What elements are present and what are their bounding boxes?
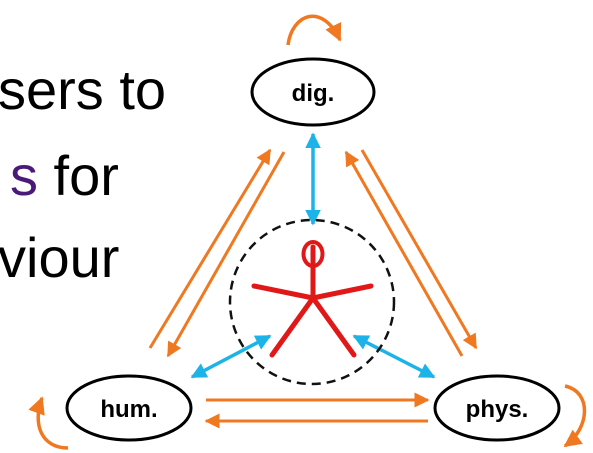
user-boundary-circle — [228, 218, 396, 386]
person-left-arm — [251, 283, 316, 301]
blue-arrow-hum-person — [190, 334, 272, 379]
phys-self-loop-arrow — [563, 384, 587, 448]
person-right-leg — [310, 295, 357, 358]
node-hum — [65, 374, 193, 442]
text-line-2-rest: for — [38, 144, 119, 207]
dig-self-loop-arrow — [286, 14, 342, 46]
person-right-arm — [310, 283, 374, 301]
text-line-3: viour — [0, 226, 120, 289]
node-dig — [250, 57, 376, 127]
arrow-dig-to-phys — [360, 149, 478, 350]
node-phys — [433, 374, 561, 442]
node-dig-label: dig. — [292, 80, 335, 107]
node-phys-label: phys. — [466, 396, 529, 423]
arrow-hum-to-dig — [148, 148, 272, 349]
arrow-dig-to-hum — [166, 151, 286, 358]
person-figure — [251, 240, 374, 358]
person-left-leg — [269, 295, 316, 358]
arrow-phys-to-dig — [344, 150, 464, 357]
text-line-2: s for — [10, 148, 119, 204]
hum-self-loop-arrow — [28, 396, 69, 450]
text-line-1: sers to — [0, 58, 167, 121]
highlighted-text: s — [10, 144, 38, 207]
blue-arrow-phys-person — [352, 334, 436, 379]
node-hum-label: hum. — [100, 396, 157, 423]
